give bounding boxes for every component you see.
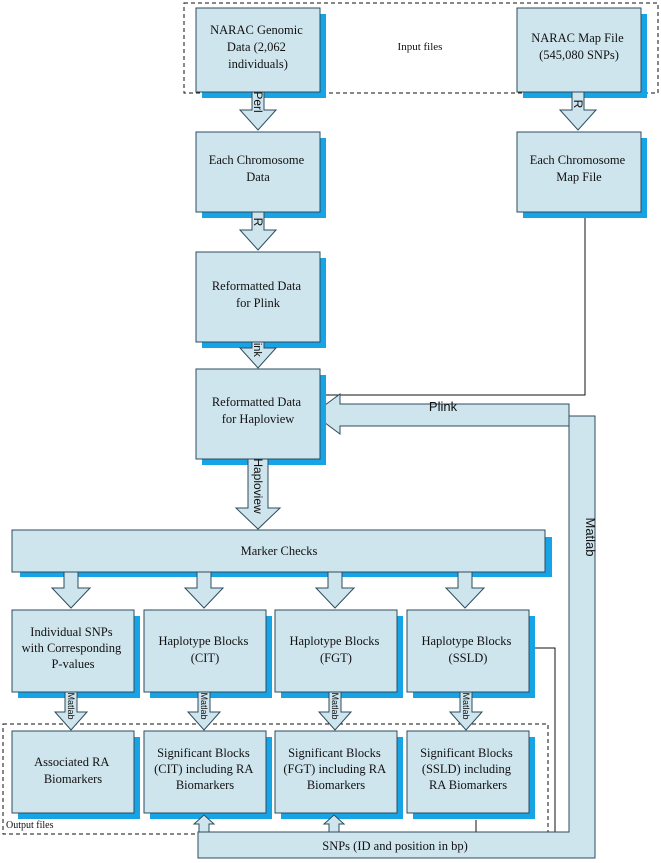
matlab-main-label: Matlab — [583, 517, 598, 556]
box-haplo-cit — [143, 609, 267, 693]
box-labels: NARAC Genomic Data (2,062 individuals) N… — [22, 23, 629, 792]
box-sig-cit — [143, 730, 267, 814]
snps-matlab-bar: SNPs (ID and position in bp) Matlab Plin… — [197, 393, 598, 859]
matlab-small-label-3: Matlab — [330, 692, 340, 719]
box-assoc-ra — [11, 730, 135, 814]
matlab-small-label-4: Matlab — [461, 692, 471, 719]
haplo-cit-label: Haplotype Blocks (CIT) — [158, 634, 251, 665]
narac-map-label: NARAC Map File (545,080 SNPs) — [531, 31, 627, 62]
box-haplo-fgt — [274, 609, 398, 693]
each-chrom-map-label: Each Chromosome Map File — [530, 153, 629, 184]
box-reformat-haplo — [195, 368, 321, 460]
haplo-ssld-label: Haplotype Blocks (SSLD) — [421, 634, 514, 665]
boxes — [11, 7, 642, 814]
marker-checks-label: Marker Checks — [241, 544, 318, 558]
reformat-plink-label: Reformatted Data for Plink — [212, 279, 304, 310]
individual-snps-label: Individual SNPs with Corresponding P-val… — [22, 625, 125, 671]
input-files-label: Input files — [398, 41, 443, 53]
box-marker-checks — [11, 529, 546, 573]
sig-fgt-label: Significant Blocks (FGT) including RA Bi… — [283, 746, 388, 792]
haploview-edge-label: Haploview — [251, 458, 265, 514]
box-each-chrom-map — [516, 131, 642, 213]
arrows — [50, 91, 598, 833]
box-each-chrom-data — [195, 131, 321, 213]
input-files-group — [183, 2, 659, 94]
matlab-small-label-1: Matlab — [66, 692, 76, 719]
arrow-labels: Perl R R Plink Haploview Matlab Matlab M… — [66, 91, 585, 719]
box-narac-map — [516, 7, 642, 93]
sig-cit-label: Significant Blocks (CIT) including RA Bi… — [154, 746, 256, 792]
box-sig-fgt — [274, 730, 398, 814]
plink-edge-label-2: Plink — [429, 399, 458, 414]
snps-bar-label: SNPs (ID and position in bp) — [322, 839, 468, 853]
sig-ssld-label: Significant Blocks (SSLD) including RA B… — [420, 746, 516, 792]
box-sig-ssld — [406, 730, 530, 814]
matlab-small-label-2: Matlab — [199, 692, 209, 719]
r-edge-label-data: R — [251, 218, 265, 227]
narac-genomic-label: NARAC Genomic Data (2,062 individuals) — [210, 23, 306, 71]
assoc-ra-label: Associated RA Biomarkers — [34, 755, 112, 786]
perl-edge-label: Perl — [251, 91, 265, 112]
box-individual-snps — [11, 609, 135, 693]
box-reformat-plink — [195, 251, 321, 343]
box-haplo-ssld — [406, 609, 530, 693]
output-files-label: Output files — [6, 820, 54, 831]
reformat-haplo-label: Reformatted Data for Haploview — [212, 395, 304, 426]
haplo-fgt-label: Haplotype Blocks (FGT) — [289, 634, 382, 665]
box-narac-genomic — [195, 7, 321, 93]
r-edge-label-map: R — [571, 100, 585, 109]
each-chrom-data-label: Each Chromosome Data — [209, 153, 308, 184]
